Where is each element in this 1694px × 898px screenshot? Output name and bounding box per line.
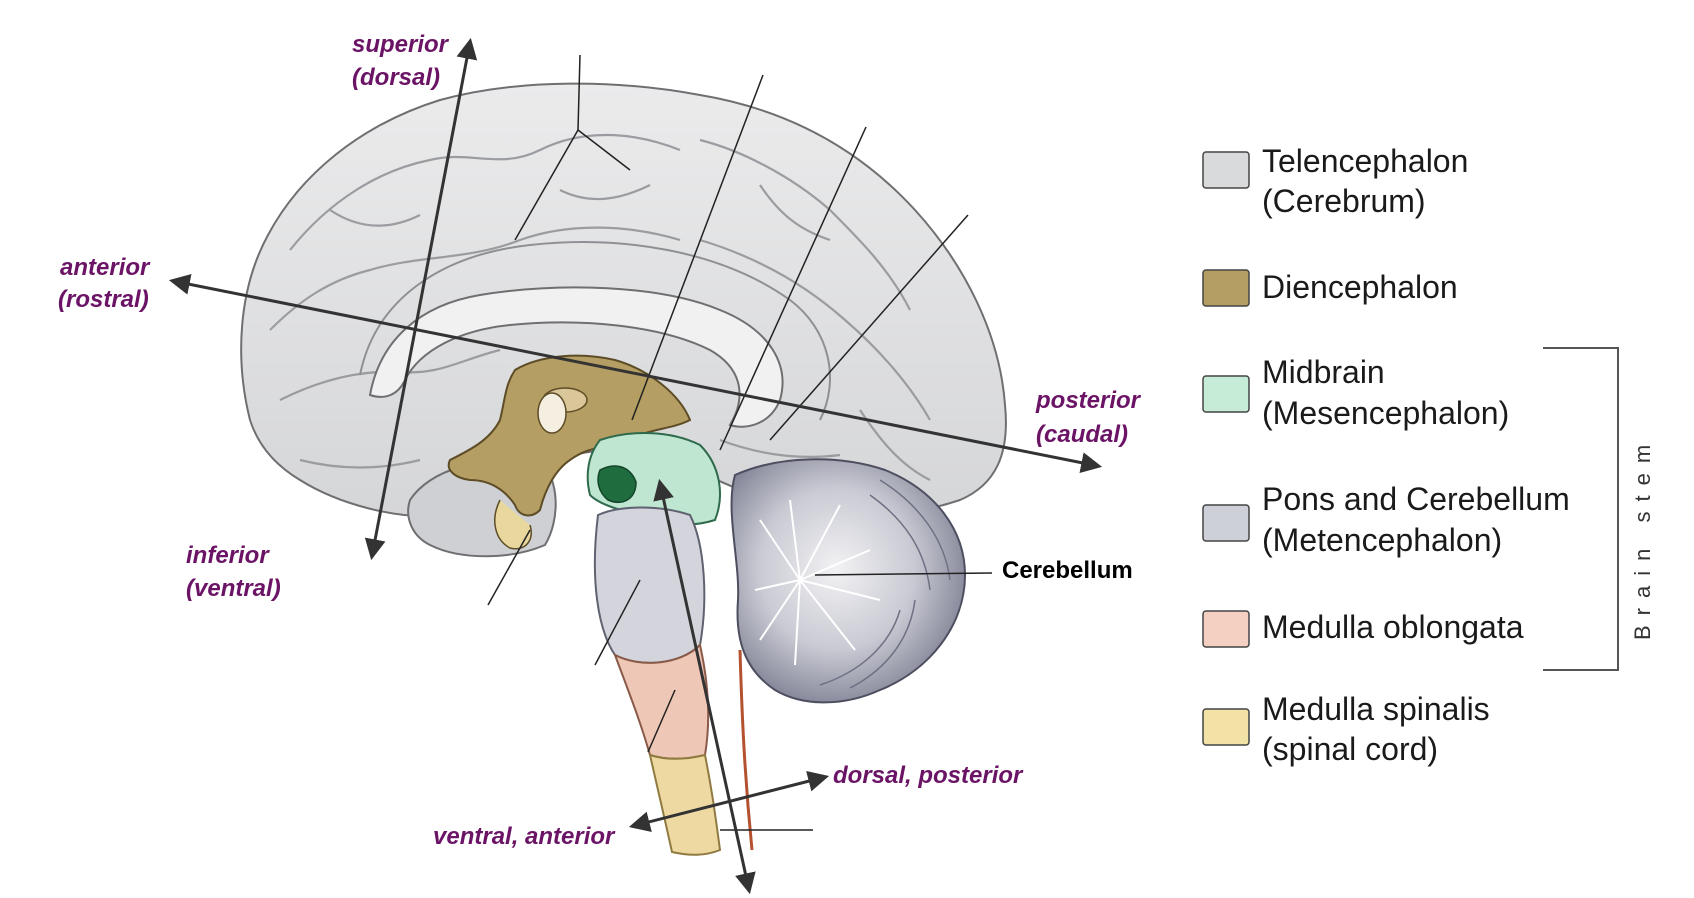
legend-diencephalon-label: Diencephalon bbox=[1262, 269, 1458, 305]
legend: Telencephalon (Cerebrum) Diencephalon Mi… bbox=[1202, 143, 1655, 767]
legend-pons-label: Pons and Cerebellum bbox=[1262, 481, 1570, 517]
legend-swatch-spinal-cord bbox=[1202, 708, 1250, 746]
legend-pons-sublabel: (Metencephalon) bbox=[1262, 522, 1502, 558]
legend-spinal-cord-sublabel: (spinal cord) bbox=[1262, 731, 1438, 767]
spinal-cord bbox=[648, 753, 722, 856]
cerebellum-label: Cerebellum bbox=[1002, 557, 1133, 584]
cerebellum-folia bbox=[819, 479, 951, 689]
legend-swatch-pons bbox=[1202, 504, 1250, 542]
anterior-label: anterior bbox=[60, 254, 151, 281]
direction-arrows bbox=[168, 37, 1103, 895]
inferior-label: inferior bbox=[186, 542, 270, 569]
anterior-alt-label: (rostral) bbox=[58, 286, 149, 313]
anterior-posterior-arrow bbox=[168, 273, 1103, 474]
brainstem-label: Brain stem bbox=[1630, 435, 1655, 640]
pons bbox=[593, 506, 706, 664]
legend-telencephalon-label: Telencephalon bbox=[1262, 143, 1468, 179]
medulla-oblongata bbox=[613, 643, 710, 760]
posterior-alt-label: (caudal) bbox=[1036, 421, 1128, 448]
posterior-label: posterior bbox=[1035, 387, 1142, 414]
arbor-vitae bbox=[754, 499, 881, 666]
legend-swatch-diencephalon bbox=[1202, 269, 1250, 307]
brain-illustration bbox=[240, 82, 1007, 856]
dorsal-posterior-label: dorsal, posterior bbox=[833, 762, 1024, 789]
legend-swatch-telencephalon bbox=[1202, 151, 1250, 189]
inferior-alt-label: (ventral) bbox=[186, 575, 281, 602]
legend-swatch-medulla-oblongata bbox=[1202, 610, 1250, 648]
legend-telencephalon-sublabel: (Cerebrum) bbox=[1262, 183, 1426, 219]
superior-alt-label: (dorsal) bbox=[352, 64, 440, 91]
legend-swatch-midbrain bbox=[1202, 375, 1250, 413]
superior-label: superior bbox=[352, 31, 450, 58]
legend-medulla-oblongata-label: Medulla oblongata bbox=[1262, 609, 1524, 645]
legend-midbrain-label: Midbrain bbox=[1262, 354, 1385, 390]
legend-midbrain-sublabel: (Mesencephalon) bbox=[1262, 395, 1509, 431]
legend-spinal-cord-label: Medulla spinalis bbox=[1262, 691, 1490, 727]
brainstem-bracket bbox=[1543, 347, 1619, 671]
dorsal-ventral-brainstem-arrow bbox=[628, 770, 830, 833]
ventral-anterior-label: ventral, anterior bbox=[433, 823, 616, 850]
